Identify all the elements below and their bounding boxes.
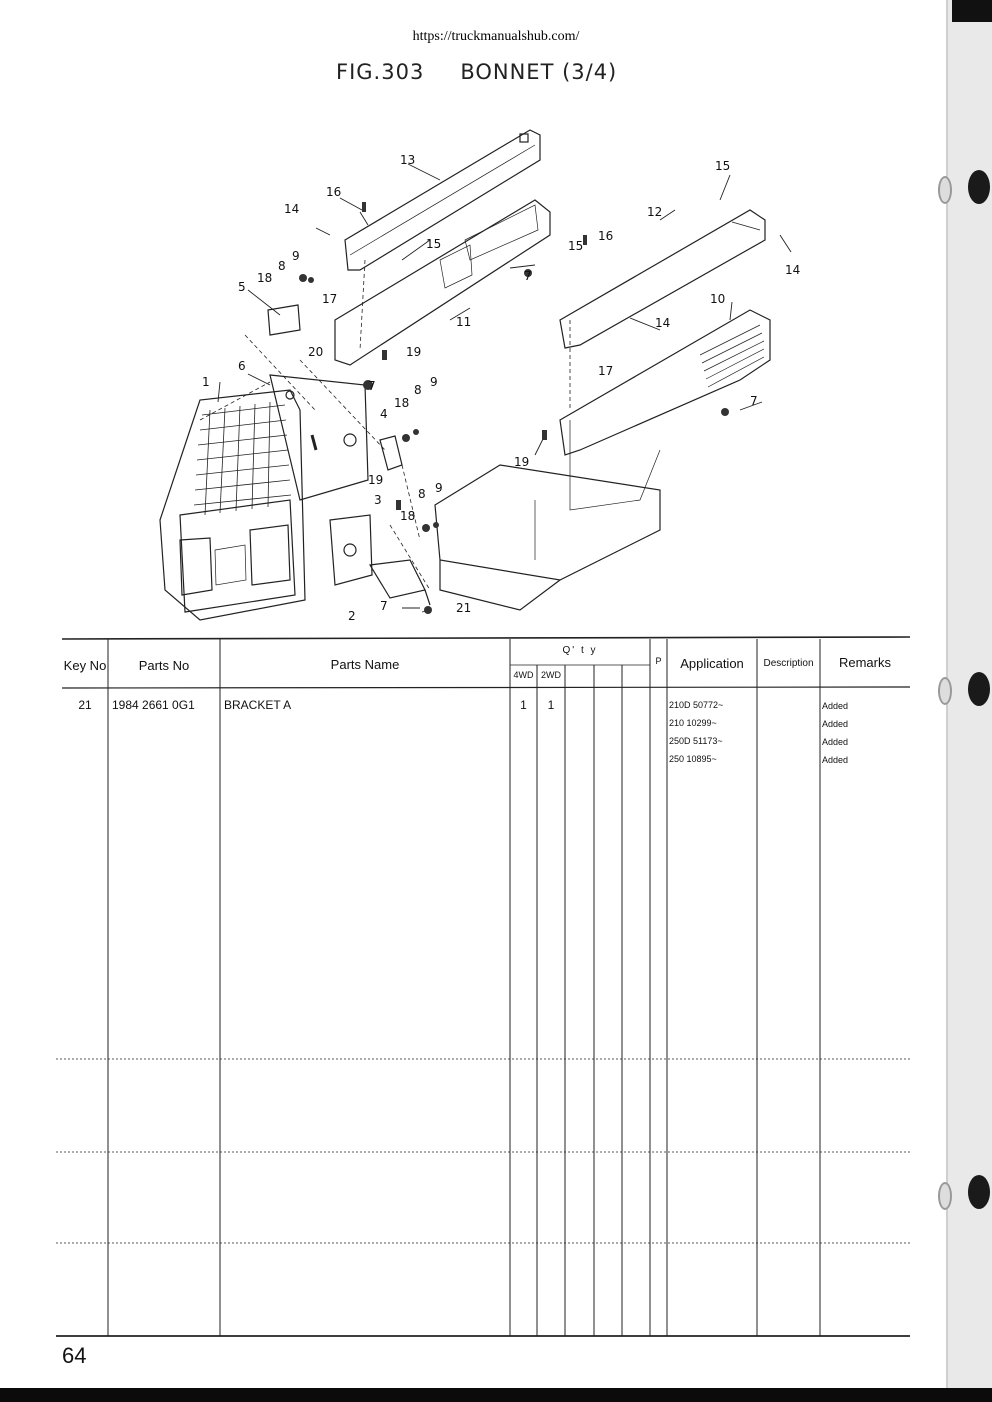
binder-ring-hole [938,1182,952,1210]
callout-12: 12 [647,205,662,219]
callout-18: 18 [400,509,415,523]
callout-16: 16 [326,185,341,199]
rail-10 [559,309,771,456]
callout-19: 19 [406,345,421,359]
figure-number: FIG.303 [336,60,425,84]
binder-ring-hole [968,1175,990,1209]
rail-11 [334,199,551,366]
row-key-no: 21 [78,698,92,712]
callout-14: 14 [785,263,800,277]
callout-10: 10 [710,292,725,306]
row-qty-2wd: 1 [547,698,555,712]
page-bottom-shadow [0,1388,992,1402]
callout-14: 14 [284,202,299,216]
header-qty-4wd: 4WD [513,670,534,680]
callout-15: 15 [568,239,583,253]
figure-title: FIG.303 BONNET (3/4) [336,60,617,84]
header-remarks: Remarks [838,655,891,670]
row-qty-4wd: 1 [520,698,527,712]
binder-ring-hole [968,672,990,706]
binder-ring-hole [938,176,952,204]
callout-17: 17 [322,292,337,306]
page-corner [952,0,992,22]
callout-19: 19 [368,473,383,487]
callout-8: 8 [418,487,426,501]
row-remarks-line: Added [822,755,849,765]
row-parts-no: 1984 2661 0G1 [112,698,195,712]
grille-outline [159,389,306,621]
rail-13 [344,129,541,271]
header-qty-2wd: 2WD [541,670,561,680]
callout-13: 13 [400,153,415,167]
header-description: Description [763,658,814,669]
rail-12 [559,209,766,349]
callout-4: 4 [380,407,388,421]
header-parts-name: Parts Name [330,657,400,672]
callout-16: 16 [598,229,613,243]
header-qty: Q' t y [562,645,598,656]
callout-6: 6 [238,359,246,373]
header-application: Application [680,656,744,671]
callout-14: 14 [655,316,670,330]
callout-20: 20 [308,345,323,359]
binder-ring-hole [938,677,952,705]
exploded-parts-diagram: 1 2 3 4 5 6 7 7 7 7 8 8 8 9 9 9 10 11 12… [159,129,800,623]
row-parts-name: BRACKET A [224,698,292,712]
row-application-line: 250D 51173~ [669,736,723,746]
callout-labels: 1 2 3 4 5 6 7 7 7 7 8 8 8 9 9 9 10 11 12… [202,153,800,623]
callout-7: 7 [750,394,758,408]
callout-18: 18 [394,396,409,410]
callout-8: 8 [414,383,422,397]
source-url[interactable]: https://truckmanualshub.com/ [412,29,580,44]
row-application-line: 210D 50772~ [669,700,724,710]
hardware-parts [299,202,729,614]
diagram-drawing [159,129,792,621]
callout-15: 15 [715,159,730,173]
callout-8: 8 [278,259,286,273]
callout-18: 18 [257,271,272,285]
row-remarks-line: Added [822,719,849,729]
figure-section: BONNET (3/4) [460,60,618,84]
callout-7: 7 [524,269,532,283]
callout-17: 17 [598,364,613,378]
page-number: 64 [62,1343,87,1368]
header-key-no: Key No [63,658,107,673]
callout-21: 21 [456,601,471,615]
row-application-line: 250 10895~ [669,754,717,764]
callout-5: 5 [238,280,246,294]
binder-ring-hole [968,170,990,204]
callout-3: 3 [374,493,382,507]
header-parts-no: Parts No [138,658,190,673]
callout-2: 2 [348,609,356,623]
callout-15: 15 [426,237,441,251]
callout-19: 19 [514,455,529,469]
callout-7: 7 [368,379,376,393]
row-remarks-line: Added [822,701,849,711]
callout-9: 9 [435,481,443,495]
callout-9: 9 [292,249,300,263]
callout-9: 9 [430,375,438,389]
row-application-line: 210 10299~ [669,718,717,728]
callout-7: 7 [380,599,388,613]
callout-11: 11 [456,315,471,329]
row-remarks-line: Added [822,737,849,747]
callout-1: 1 [202,375,210,389]
header-ip: Ρ [655,656,662,666]
